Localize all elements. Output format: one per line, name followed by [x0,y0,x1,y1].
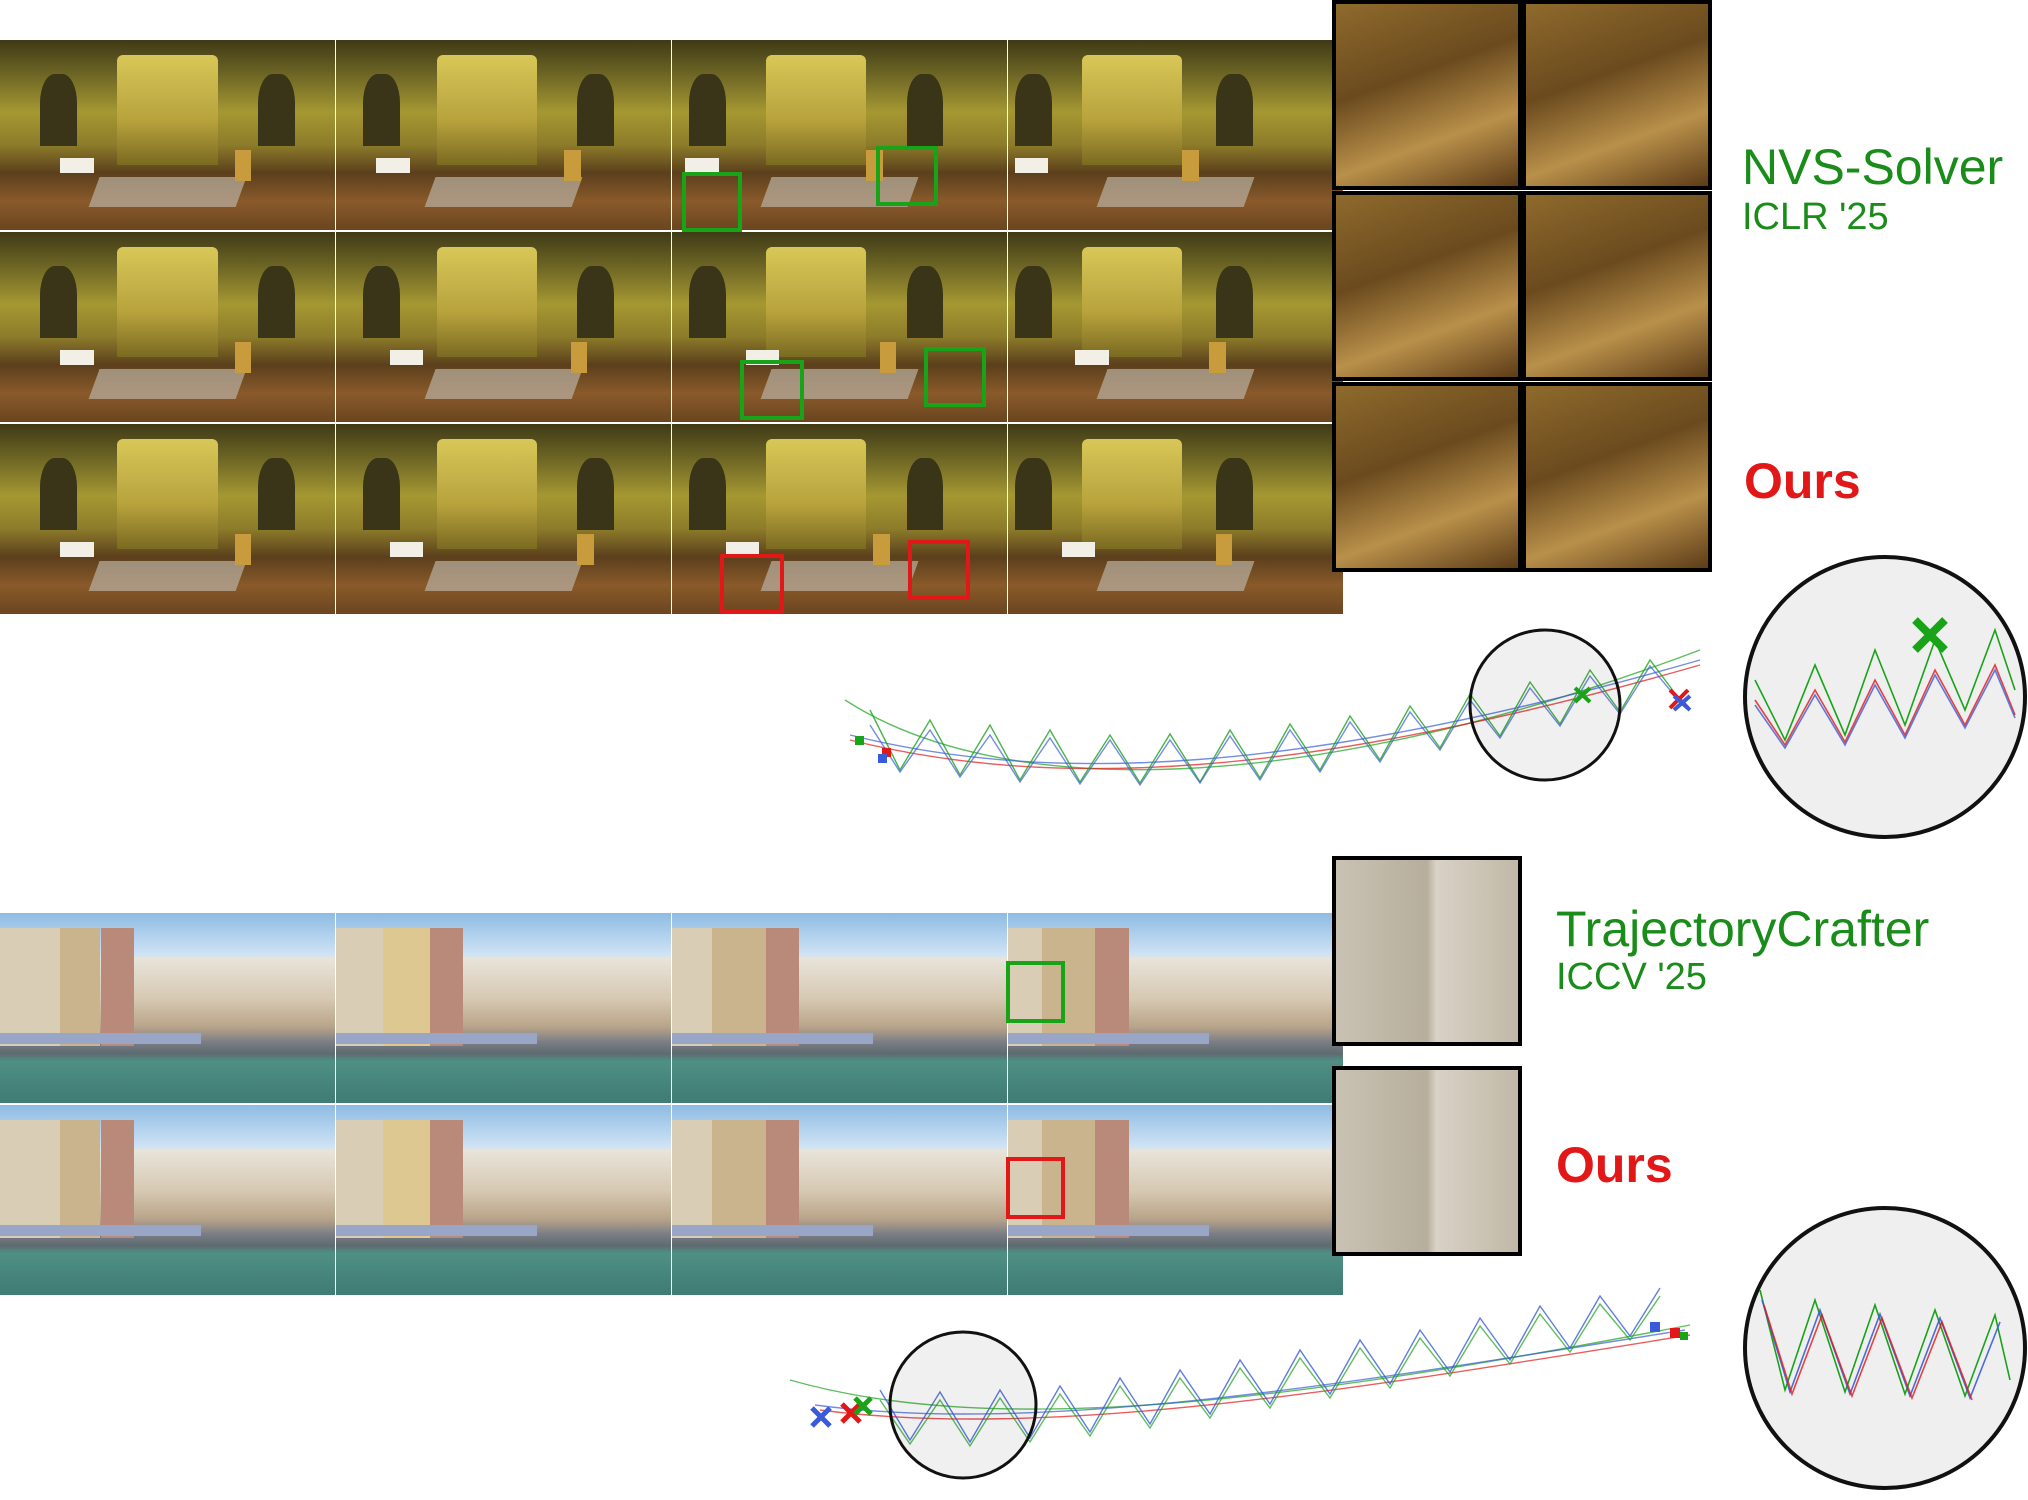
top-trajectory-zoom [1743,555,2027,839]
ours-highlight-box [1006,1157,1065,1219]
baseline-venue: ICCV '25 [1556,956,1707,998]
ours-label: Ours [1744,453,1861,509]
city-frame [0,913,335,1103]
city-frame [672,1105,1007,1295]
church-frame [1008,40,1343,230]
baseline-highlight-box [876,146,938,206]
baseline-zoom-crop [1332,856,1522,1046]
church-frame [336,232,671,422]
baseline-highlight-box [682,172,742,232]
city-frame [336,1105,671,1295]
church-frame [672,232,1007,422]
magnifier-circle [1468,628,1622,782]
top-end-markers [855,686,1692,763]
baseline-highlight-box [1006,961,1065,1023]
church-frame-grid [0,40,1345,615]
church-frame [672,40,1007,230]
baseline-method-name: TrajectoryCrafter [1556,901,1930,957]
church-frame [1008,232,1343,422]
church-frame [0,232,335,422]
baseline-method-name: NVS-Solver [1742,139,2004,195]
ours-zoom-crop [1332,382,1522,572]
baseline-zoom-crop [1522,0,1712,190]
ours-zoom-crop [1522,382,1712,572]
baseline-venue: ICLR '25 [1742,196,1889,238]
baseline-highlight-box [924,347,986,407]
baseline-zoom-crop [1332,191,1522,381]
bottom-trajectory-zoom [1743,1206,2027,1490]
city-frame [0,1105,335,1295]
church-frame [0,424,335,614]
city-frame [336,913,671,1103]
church-frame [336,424,671,614]
city-frame [672,913,1007,1103]
magnifier-circle [888,1330,1038,1480]
ours-zoom-crop [1332,1066,1522,1256]
church-frame [336,40,671,230]
top-camera-trajectory [844,649,1701,787]
bottom-end-markers [810,1322,1688,1428]
church-frame [1008,424,1343,614]
baseline-highlight-box [740,360,804,420]
city-frame-grid [0,913,1345,1296]
church-frame [672,424,1007,614]
bottom-camera-trajectory [789,1287,1691,1448]
church-frame [0,40,335,230]
baseline-zoom-crop [1332,0,1522,190]
ours-highlight-box [908,540,970,600]
ours-label: Ours [1556,1137,1673,1193]
ours-highlight-box [720,554,784,614]
baseline-zoom-crop [1522,191,1712,381]
